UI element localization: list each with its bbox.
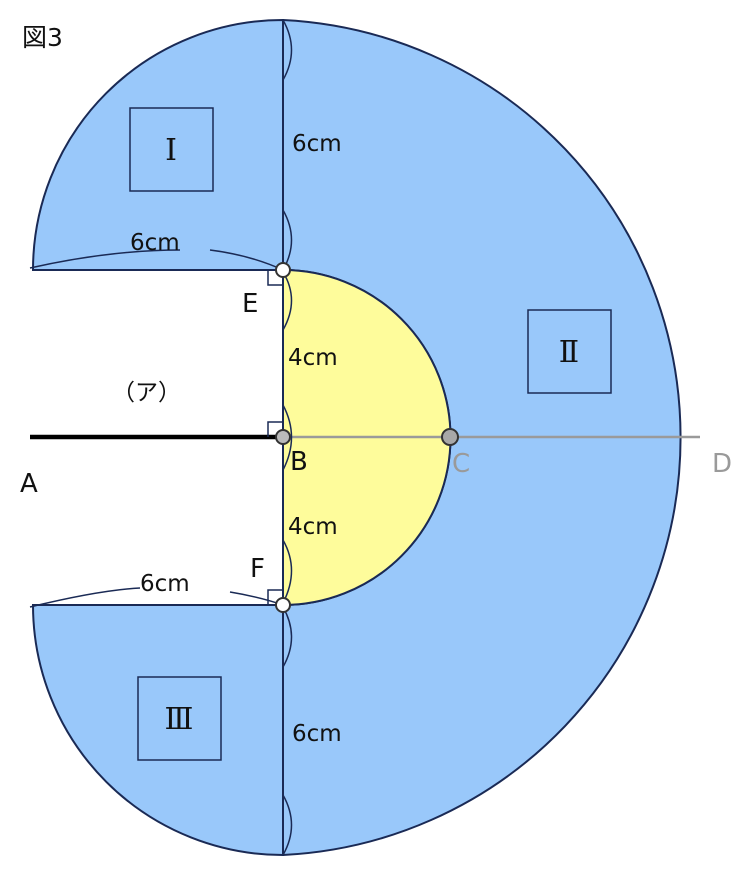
- point-c-marker: [441, 428, 459, 446]
- point-f-marker: [275, 597, 291, 613]
- label-bf: 4cm: [288, 514, 338, 540]
- label-upper-horizontal: 6cm: [130, 230, 180, 256]
- figure-title: 図3: [22, 23, 63, 52]
- region-3-label: Ⅲ: [165, 702, 194, 737]
- point-label-f: F: [250, 554, 265, 584]
- label-segment-a: （ア）: [112, 380, 181, 406]
- label-lower-vertical: 6cm: [292, 721, 342, 747]
- point-label-d: D: [712, 449, 732, 479]
- region-3-box: [137, 676, 222, 761]
- label-upper-vertical: 6cm: [292, 131, 342, 157]
- region-2-label: Ⅱ: [559, 335, 579, 370]
- region-1-label: Ⅰ: [165, 133, 177, 168]
- label-lower-horizontal: 6cm: [140, 571, 190, 597]
- region-1-box: [129, 107, 214, 192]
- region-2-box: [527, 309, 612, 394]
- region-3-quarter-circle: [31, 604, 284, 857]
- point-label-c: C: [452, 449, 470, 479]
- point-label-a: A: [20, 469, 38, 499]
- point-label-b: B: [290, 447, 308, 477]
- right-angle-marks: [267, 270, 283, 605]
- region-1-quarter-circle: [31, 18, 284, 271]
- label-eb: 4cm: [288, 345, 338, 371]
- point-b-marker: [275, 429, 291, 445]
- point-label-e: E: [242, 289, 258, 319]
- point-e-marker: [275, 262, 291, 278]
